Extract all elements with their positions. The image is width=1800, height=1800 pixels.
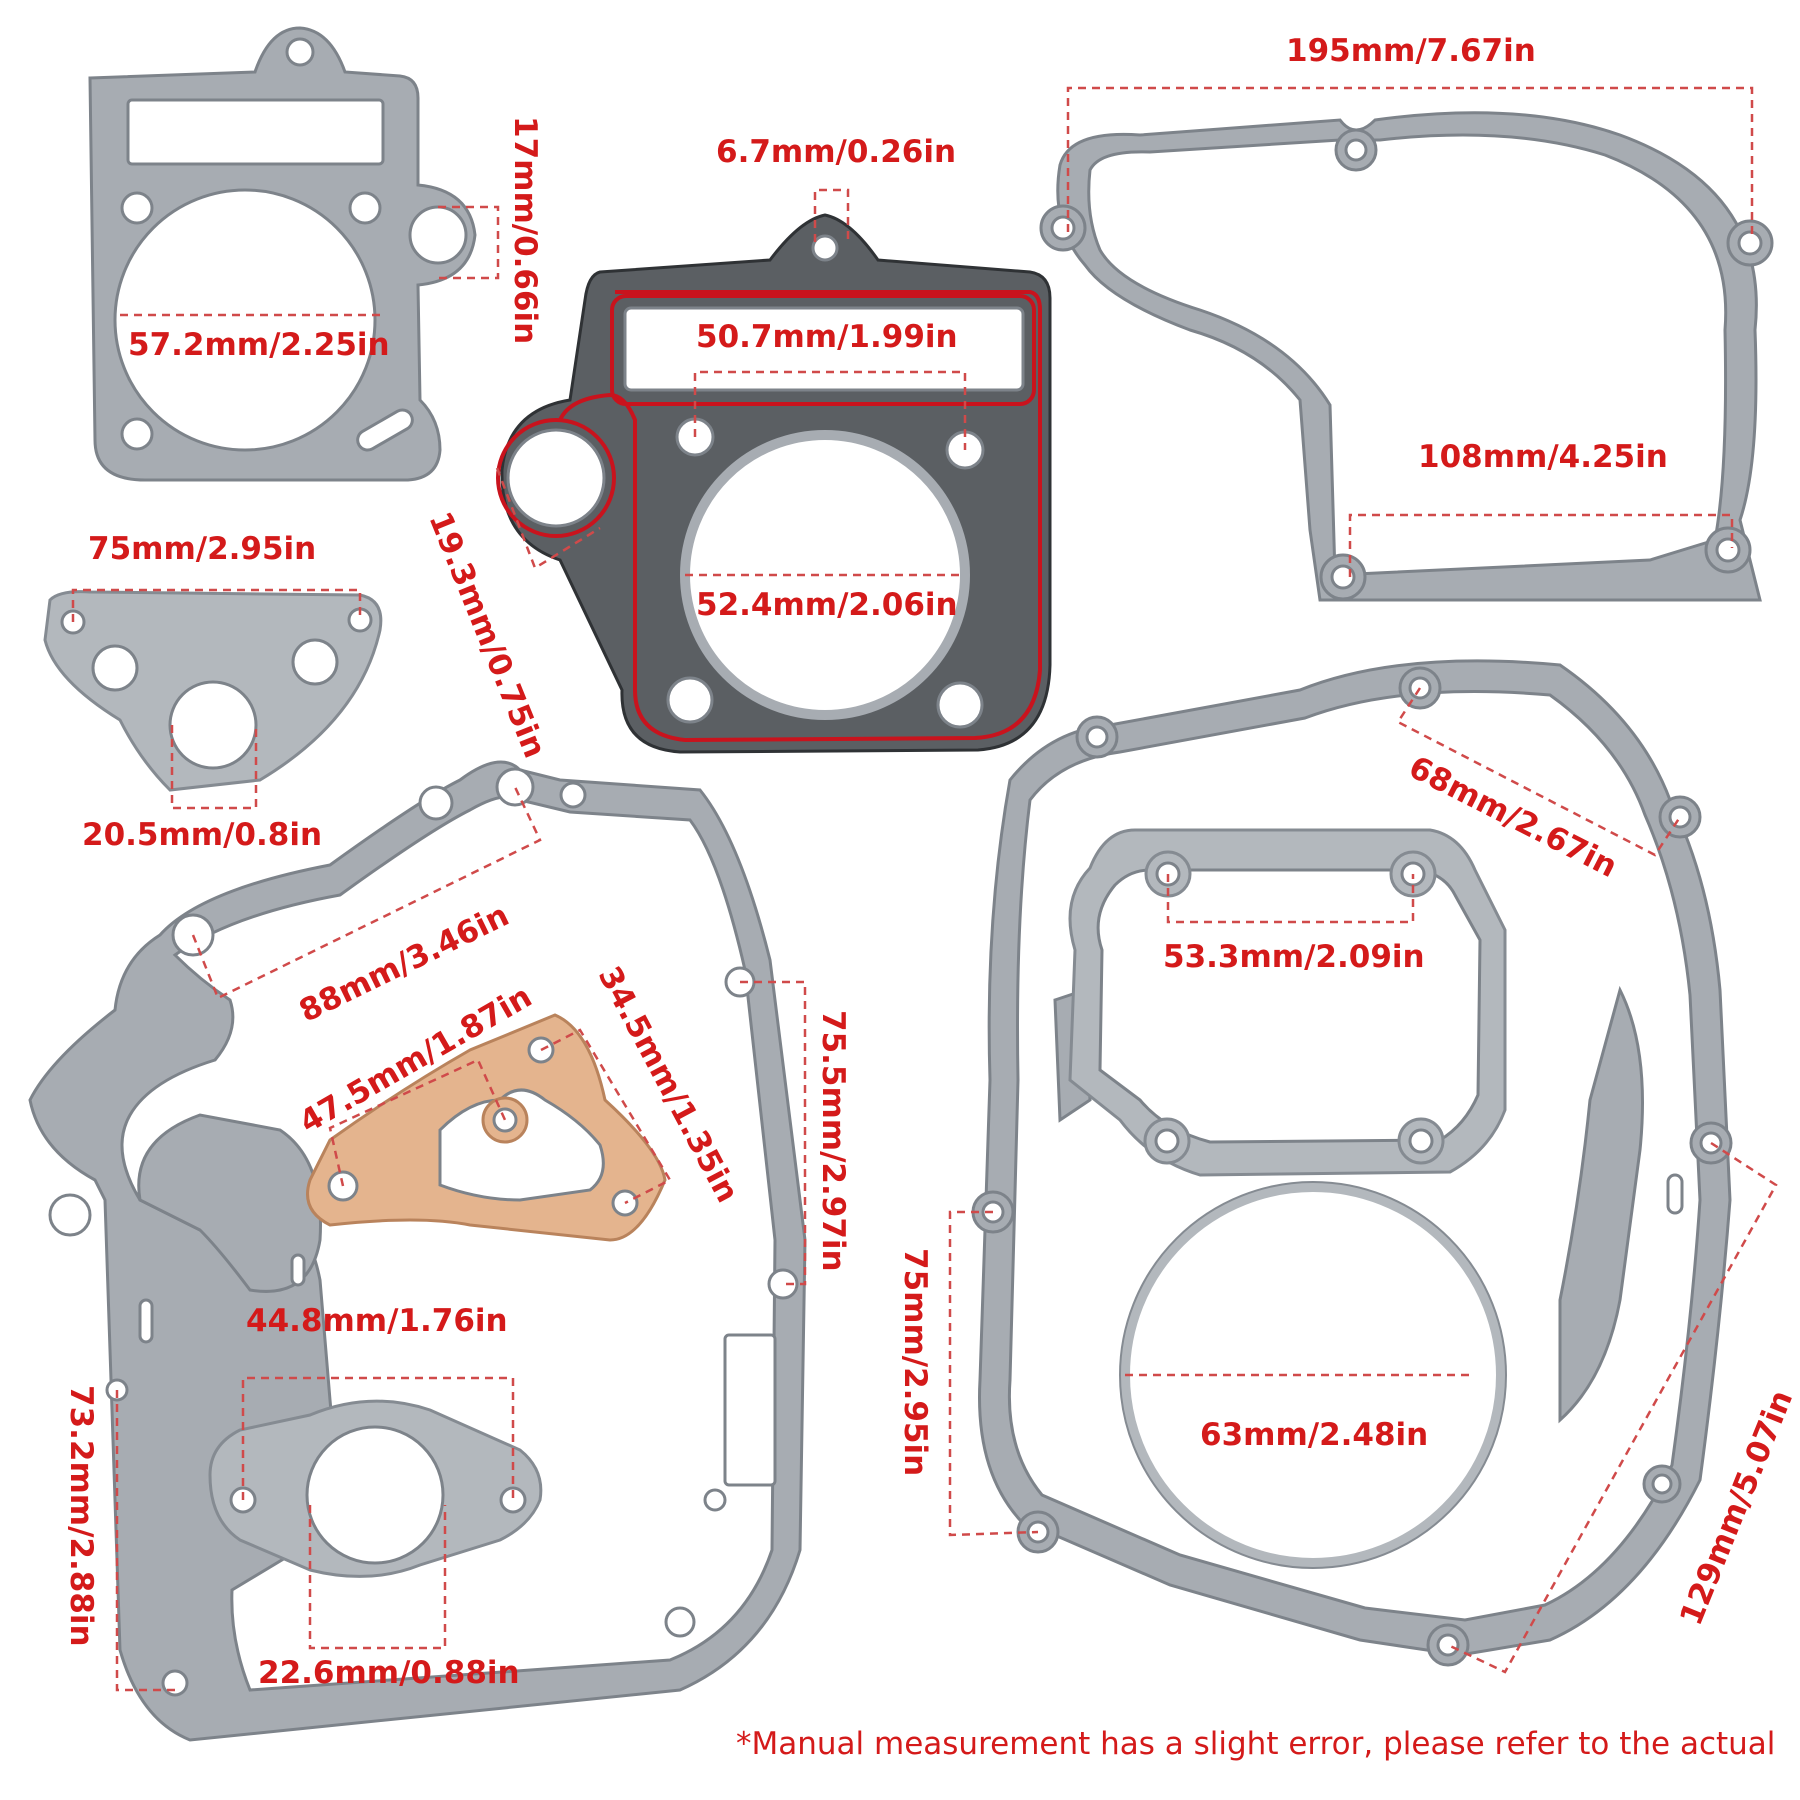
measurement-disclaimer: *Manual measurement has a slight error, … bbox=[736, 1726, 1776, 1762]
label-75mm-top: 75mm/2.95in bbox=[88, 531, 317, 567]
label-53-3mm: 53.3mm/2.09in bbox=[1163, 939, 1425, 975]
tensioner-gasket bbox=[43, 590, 383, 792]
cylinder-base-gasket bbox=[88, 26, 477, 482]
label-75-5mm: 75.5mm/2.97in bbox=[815, 1010, 851, 1272]
left-crankcase-gasket bbox=[28, 760, 807, 1742]
label-108mm: 108mm/4.25in bbox=[1418, 439, 1668, 475]
label-73-2mm: 73.2mm/2.88in bbox=[63, 1385, 99, 1647]
label-57-2mm: 57.2mm/2.25in bbox=[128, 327, 390, 363]
label-52-4mm: 52.4mm/2.06in bbox=[696, 587, 958, 623]
right-side-cover-gasket bbox=[1039, 111, 1774, 602]
label-22-6mm: 22.6mm/0.88in bbox=[258, 1655, 520, 1691]
dimension-lines bbox=[71, 86, 1778, 1692]
cylinder-head-gasket bbox=[496, 213, 1052, 754]
oil-pump-paper-gasket bbox=[306, 1013, 667, 1242]
label-63mm: 63mm/2.48in bbox=[1200, 1417, 1429, 1453]
label-17mm: 17mm/0.66in bbox=[507, 116, 543, 345]
label-195mm: 195mm/7.67in bbox=[1286, 33, 1536, 69]
label-75mm-right: 75mm/2.95in bbox=[897, 1248, 933, 1477]
valve-cover-gasket bbox=[1068, 828, 1507, 1177]
intake-gasket bbox=[208, 1399, 543, 1578]
label-50-7mm: 50.7mm/1.99in bbox=[696, 319, 958, 355]
label-20-5mm: 20.5mm/0.8in bbox=[82, 817, 323, 853]
label-6-7mm: 6.7mm/0.26in bbox=[716, 134, 957, 170]
label-44-8mm: 44.8mm/1.76in bbox=[246, 1303, 508, 1339]
